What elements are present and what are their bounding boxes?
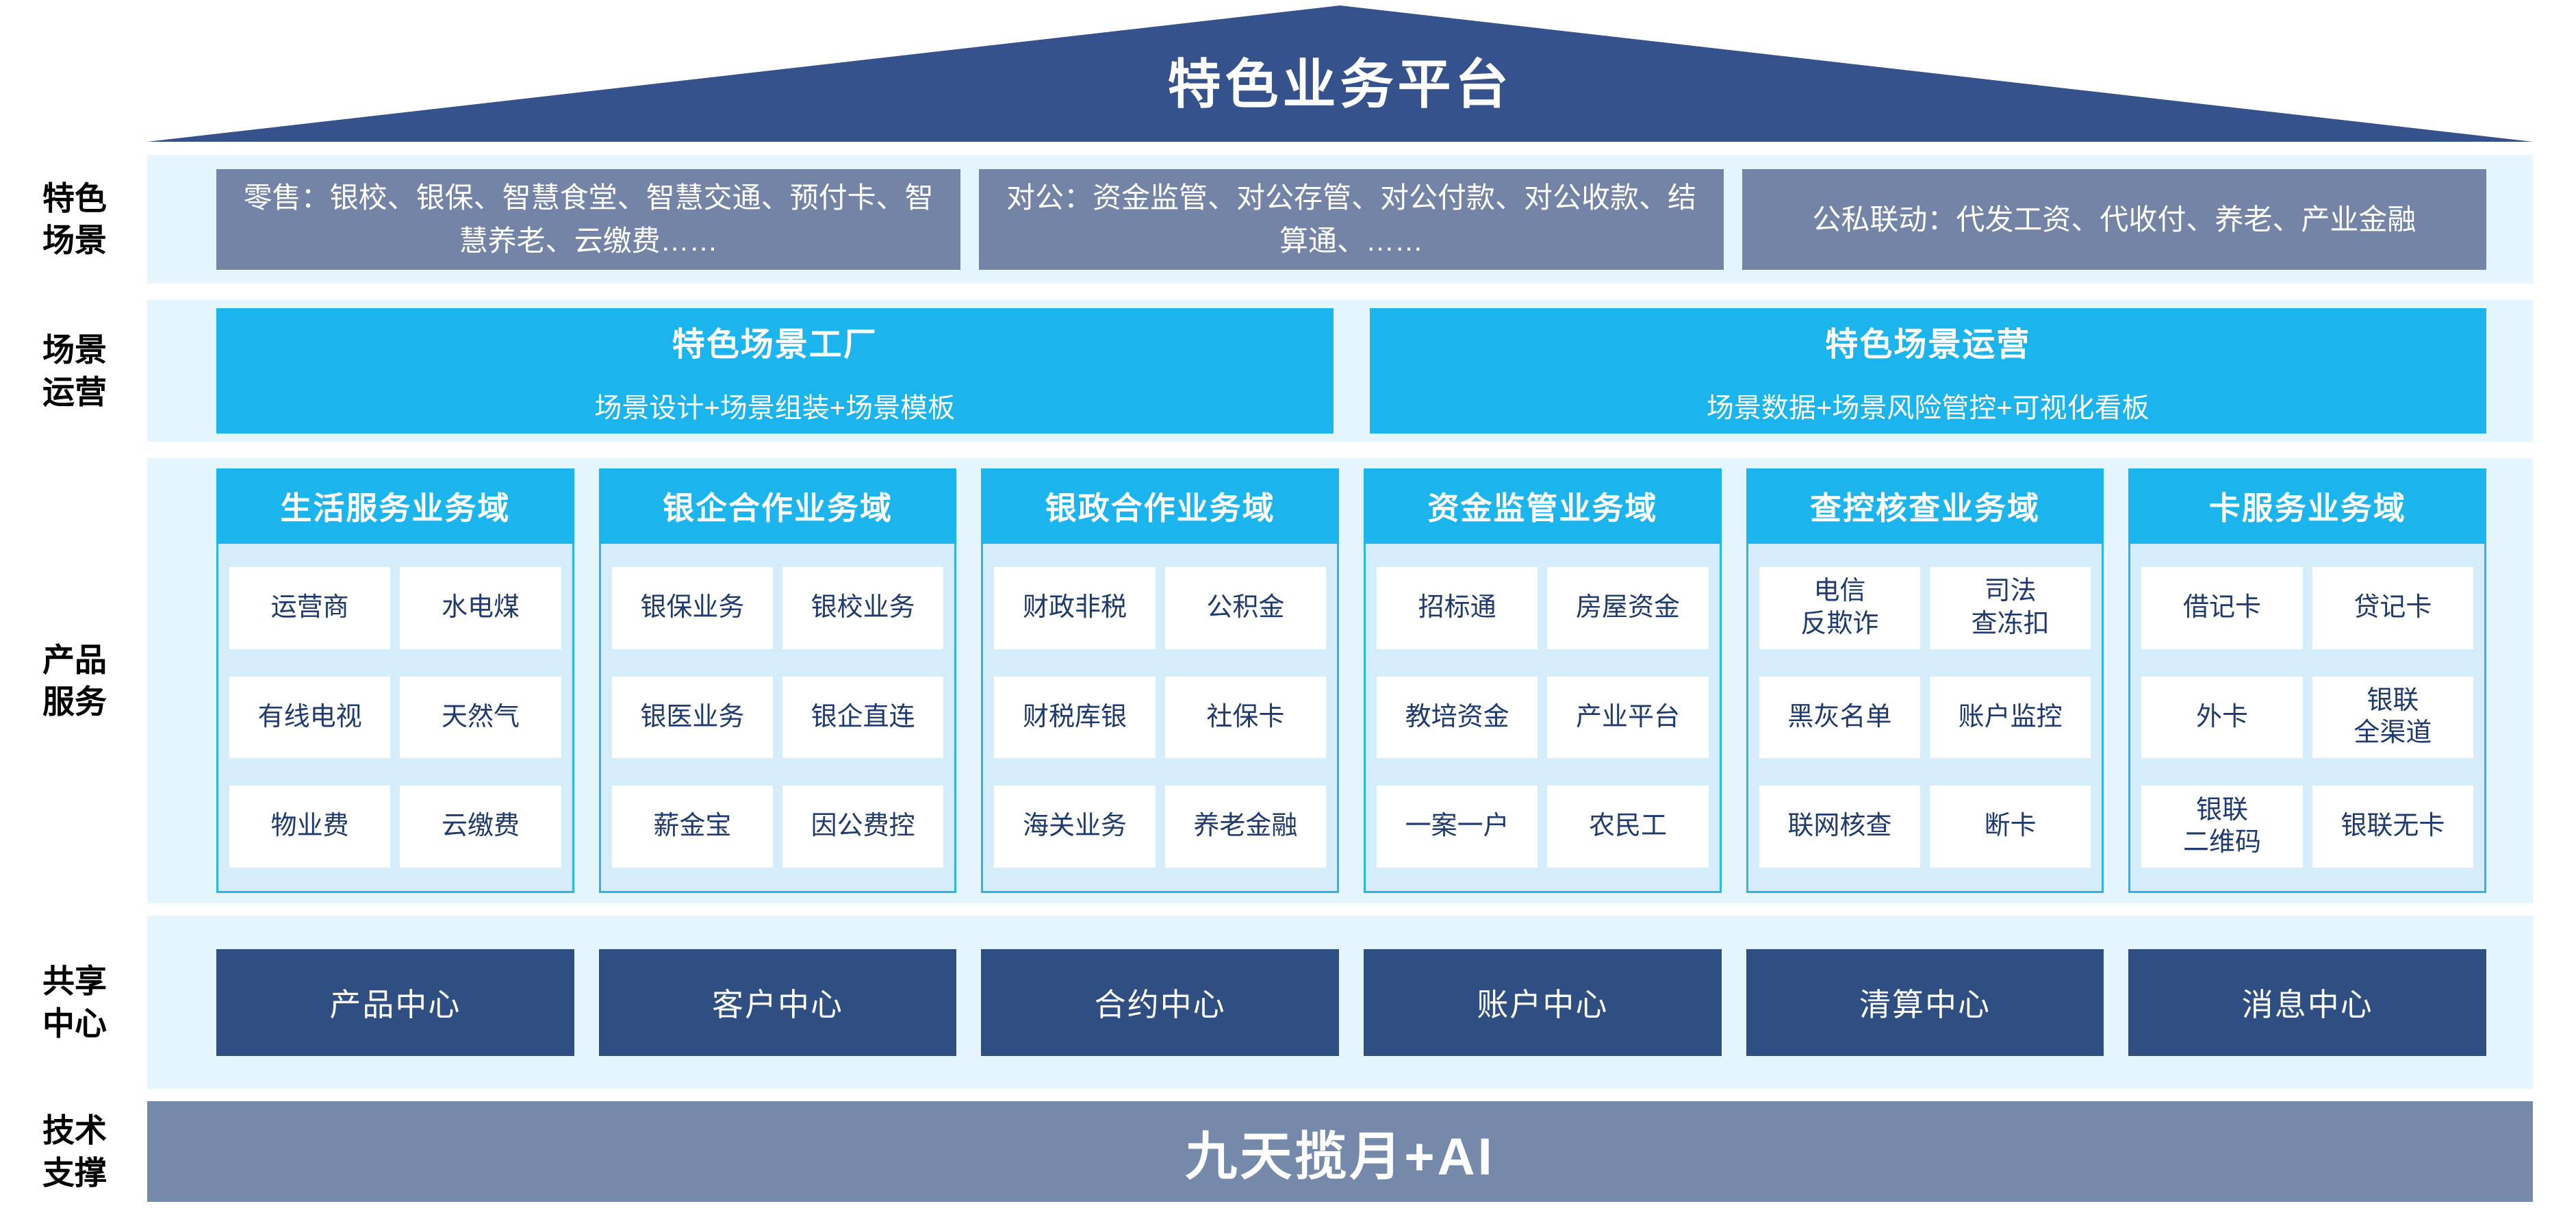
domain-body: 财政非税 公积金 财税库银 社保卡 海关业务 养老金融	[981, 544, 1340, 893]
platform-roof: 特色业务平台	[147, 5, 2533, 142]
domain-header: 卡服务业务域	[2128, 468, 2487, 544]
scene-box-public-private: 公私联动：代发工资、代收付、养老、产业金融	[1742, 168, 2486, 270]
domain-cell: 司法 查冻扣	[1930, 567, 2091, 649]
domain-cell: 断卡	[1930, 785, 2091, 868]
domain-cell: 物业费	[229, 785, 391, 868]
domain-cell: 有线电视	[229, 676, 391, 759]
domain-body: 银保业务 银校业务 银医业务 银企直连 薪金宝 因公费控	[598, 544, 957, 893]
domain-bank-enterprise: 银企合作业务域 银保业务 银校业务 银医业务 银企直连 薪金宝 因公费控	[598, 468, 957, 893]
domain-cell: 银企直连	[782, 676, 944, 759]
domain-cell: 外卡	[2141, 676, 2303, 759]
center-box-product: 产品中心	[216, 948, 574, 1056]
products-band: 生活服务业务域 运营商 水电煤 有线电视 天然气 物业费 云缴费 银企合作业务域…	[147, 458, 2533, 903]
center-box-account: 账户中心	[1364, 948, 1722, 1056]
platform-title: 特色业务平台	[1167, 54, 1513, 114]
domain-cell: 社保卡	[1164, 676, 1327, 759]
domain-header: 银政合作业务域	[981, 468, 1340, 544]
domain-cell: 银联 全渠道	[2312, 676, 2474, 759]
scene-operation-box: 特色场景运营 场景数据+场景风险管控+可视化看板	[1369, 308, 2486, 433]
domain-header: 银企合作业务域	[598, 468, 957, 544]
domain-cell: 产业平台	[1547, 676, 1709, 759]
domain-body: 招标通 房屋资金 教培资金 产业平台 一案一户 农民工	[1364, 544, 1722, 893]
scene-factory-box: 特色场景工厂 场景设计+场景组装+场景模板	[216, 308, 1334, 433]
row-label-operations: 场景 运营	[42, 331, 107, 410]
domain-cell: 农民工	[1547, 785, 1709, 868]
center-box-message: 消息中心	[2128, 948, 2487, 1056]
domain-body: 借记卡 贷记卡 外卡 银联 全渠道 银联 二维码 银联无卡	[2128, 544, 2487, 893]
row-label-products: 产品 服务	[42, 641, 107, 720]
domain-cell: 云缴费	[400, 785, 561, 868]
center-box-clearing: 清算中心	[1746, 948, 2104, 1056]
operations-band: 特色场景工厂 场景设计+场景组装+场景模板 特色场景运营 场景数据+场景风险管控…	[147, 300, 2533, 442]
domain-body: 电信 反欺诈 司法 查冻扣 黑灰名单 账户监控 联网核查 断卡	[1746, 544, 2104, 893]
domain-header: 资金监管业务域	[1364, 468, 1722, 544]
domain-life-services: 生活服务业务域 运营商 水电煤 有线电视 天然气 物业费 云缴费	[216, 468, 574, 893]
scene-factory-title: 特色场景工厂	[672, 326, 878, 363]
domain-cell: 账户监控	[1930, 676, 2091, 759]
domain-cell: 银联无卡	[2312, 785, 2474, 868]
scene-factory-subtitle: 场景设计+场景组装+场景模板	[594, 392, 956, 423]
domain-cell: 银校业务	[782, 567, 944, 649]
tech-support-bar: 九天揽月+AI	[147, 1101, 2533, 1202]
domain-cell: 招标通	[1377, 567, 1538, 649]
domain-cell: 财政非税	[994, 567, 1156, 649]
domain-header: 生活服务业务域	[216, 468, 574, 544]
domain-cell: 公积金	[1164, 567, 1327, 649]
domain-cell: 贷记卡	[2312, 567, 2474, 649]
centers-band: 产品中心 客户中心 合约中心 账户中心 清算中心 消息中心	[147, 916, 2533, 1089]
scene-operation-title: 特色场景运营	[1825, 326, 2031, 363]
scene-operation-subtitle: 场景数据+场景风险管控+可视化看板	[1706, 392, 2150, 423]
domain-cell: 天然气	[400, 676, 561, 759]
domain-cell: 银联 二维码	[2141, 785, 2303, 868]
domain-cell: 电信 反欺诈	[1759, 567, 1921, 649]
domain-cell: 水电煤	[400, 567, 561, 649]
domain-header: 查控核查业务域	[1746, 468, 2104, 544]
domain-cell: 借记卡	[2141, 567, 2303, 649]
row-label-scenes: 特色 场景	[42, 179, 107, 258]
domain-cell: 房屋资金	[1547, 567, 1709, 649]
domain-cell: 海关业务	[994, 785, 1156, 868]
domain-fund-supervision: 资金监管业务域 招标通 房屋资金 教培资金 产业平台 一案一户 农民工	[1364, 468, 1722, 893]
domain-cell: 一案一户	[1377, 785, 1538, 868]
domain-cell: 教培资金	[1377, 676, 1538, 759]
row-label-centers: 共享 中心	[42, 963, 107, 1042]
row-label-tech: 技术 支撑	[42, 1112, 107, 1191]
domain-cell: 银保业务	[611, 567, 773, 649]
domain-cell: 运营商	[229, 567, 391, 649]
domain-body: 运营商 水电煤 有线电视 天然气 物业费 云缴费	[216, 544, 574, 893]
domain-cell: 养老金融	[1164, 785, 1327, 868]
domain-cell: 财税库银	[994, 676, 1156, 759]
domain-card-services: 卡服务业务域 借记卡 贷记卡 外卡 银联 全渠道 银联 二维码 银联无卡	[2128, 468, 2487, 893]
domain-cell: 联网核查	[1759, 785, 1921, 868]
domain-cell: 银医业务	[611, 676, 773, 759]
scenes-band: 零售：银校、银保、智慧食堂、智慧交通、预付卡、智慧养老、云缴费…… 对公：资金监…	[147, 155, 2533, 284]
scene-box-retail: 零售：银校、银保、智慧食堂、智慧交通、预付卡、智慧养老、云缴费……	[216, 168, 961, 270]
domain-inquiry-control: 查控核查业务域 电信 反欺诈 司法 查冻扣 黑灰名单 账户监控 联网核查 断卡	[1746, 468, 2104, 893]
scene-box-corporate: 对公：资金监管、对公存管、对公付款、对公收款、结算通、……	[979, 168, 1724, 270]
center-box-contract: 合约中心	[981, 948, 1340, 1056]
domain-cell: 黑灰名单	[1759, 676, 1921, 759]
domain-bank-government: 银政合作业务域 财政非税 公积金 财税库银 社保卡 海关业务 养老金融	[981, 468, 1340, 893]
domain-cell: 薪金宝	[611, 785, 773, 868]
domain-cell: 因公费控	[782, 785, 944, 868]
center-box-customer: 客户中心	[598, 948, 957, 1056]
